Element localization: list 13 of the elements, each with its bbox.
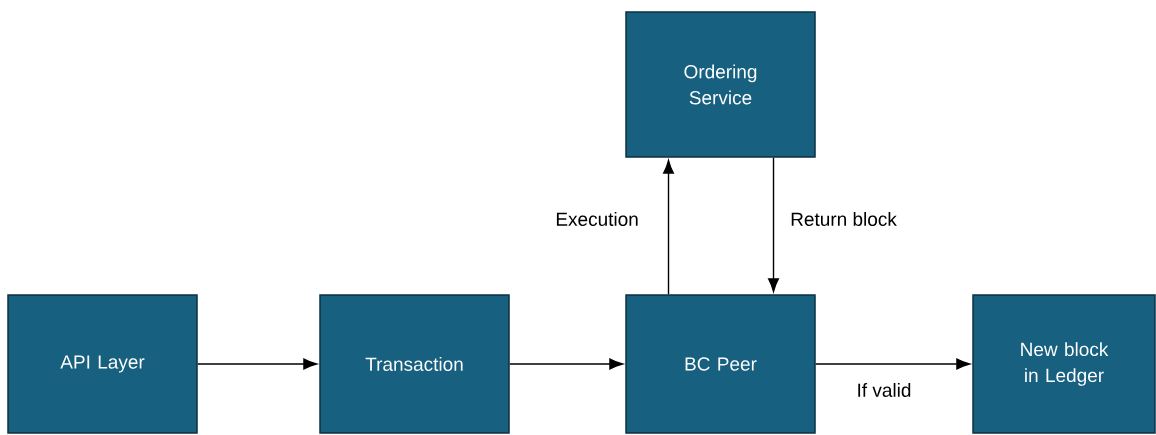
edge-label: If valid	[858, 383, 911, 397]
arrow	[815, 358, 971, 370]
edge-label: Execution	[556, 212, 638, 226]
edge-label: Return block	[791, 212, 897, 226]
process-box: Transaction	[319, 294, 510, 434]
process-box: BC Peer	[625, 294, 816, 434]
arrow	[663, 159, 674, 295]
arrow	[768, 157, 779, 293]
arrow	[197, 358, 318, 370]
arrow	[509, 358, 624, 370]
process-box: Ordering Service	[625, 11, 816, 158]
process-box: API Layer	[7, 294, 198, 434]
process-box: New block in Ledger	[972, 294, 1156, 434]
